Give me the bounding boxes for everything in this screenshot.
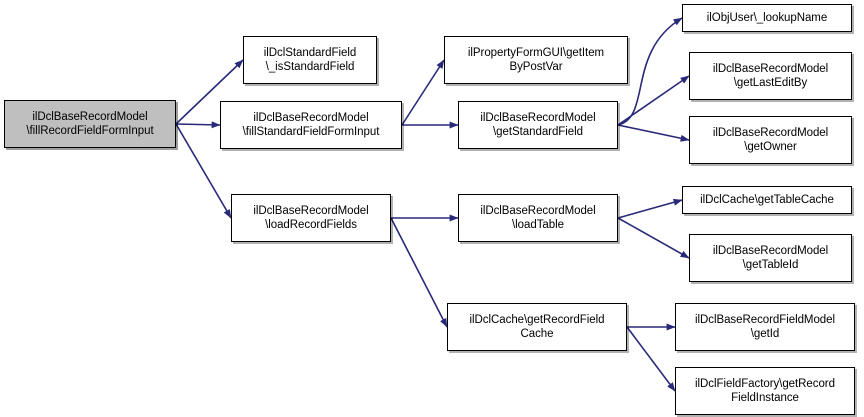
graph-node-label-line: ilDclBaseRecordModel (480, 112, 596, 124)
graph-node-label-line: ilDclBaseRecordModel (32, 111, 148, 123)
graph-node-fillRecordFieldFormInput[interactable]: ilDclBaseRecordModel \fillRecordFieldForm… (4, 100, 176, 148)
graph-node-label-line: ilDclCache\getTableCache (700, 194, 834, 206)
graph-node-label-line: ilObjUser\_lookupName (706, 12, 828, 24)
graph-node-label-line: \getId (750, 328, 780, 340)
graph-node-label-line: ilDclBaseRecordModel (712, 245, 829, 257)
graph-edge-loadRecordFields-to-getRecordFieldCache (390, 217, 448, 328)
graph-node-label-line: ilDclBaseRecordModel (480, 205, 596, 217)
graph-edge-getRecordFieldCache-to-getRecordFieldInstance (626, 326, 676, 392)
graph-node-label-line: \getOwner (744, 141, 797, 153)
graph-node-label-line: ilDclBaseRecordFieldModel (694, 314, 835, 326)
graph-edge-fillRecordFieldFormInput-to-fillStandardFieldFormInput (175, 121, 221, 129)
graph-node-getTableCache[interactable]: ilDclCache\getTableCache (682, 186, 852, 214)
graph-edge-loadTable-to-getTableId (617, 217, 690, 259)
graph-node-label-line: \fillStandardFieldFormInput (242, 126, 380, 138)
graph-node-label-line: ilDclBaseRecordModel (712, 127, 829, 139)
graph-node-label-line: ilDclBaseRecordModel (253, 112, 369, 124)
graph-node-label-line: ilPropertyFormGUI\getItem (467, 47, 605, 59)
graph-node-lookupName[interactable]: ilObjUser\_lookupName (682, 4, 852, 32)
graph-edge-fillStandardFieldFormInput-to-getItemByPostVar (401, 59, 445, 126)
graph-node-label-line: \getLastEditBy (733, 77, 808, 89)
graph-edge-loadTable-to-getTableCache (617, 198, 683, 219)
graph-node-loadTable[interactable]: ilDclBaseRecordModel \loadTable (458, 194, 618, 242)
graph-node-label-line: ilDclBaseRecordModel (712, 63, 829, 75)
graph-node-getLastEditBy[interactable]: ilDclBaseRecordModel \getLastEditBy (689, 52, 852, 100)
graph-node-getId[interactable]: ilDclBaseRecordFieldModel \getId (675, 303, 855, 351)
graph-node-isStandardField[interactable]: ilDclStandardField \_isStandardField (243, 36, 377, 84)
graph-node-loadRecordFields[interactable]: ilDclBaseRecordModel \loadRecordFields (231, 194, 391, 242)
graph-edge-getStandardField-to-getLastEditBy (617, 75, 690, 126)
graph-node-label-line: \loadTable (512, 219, 564, 231)
graph-node-label-line: FieldInstance (731, 392, 799, 404)
graph-node-label-line: Cache (520, 328, 554, 340)
graph-node-label-line: ByPostVar (509, 61, 563, 73)
graph-node-label-line: ilDclStandardField (263, 47, 357, 59)
graph-node-label-line: \loadRecordFields (265, 219, 357, 231)
graph-node-getOwner[interactable]: ilDclBaseRecordModel \getOwner (689, 116, 852, 164)
graph-node-getTableId[interactable]: ilDclBaseRecordModel \getTableId (689, 234, 852, 282)
graph-node-label-line: ilDclCache\getRecordField (469, 314, 605, 326)
graph-node-getStandardField[interactable]: ilDclBaseRecordModel \getStandardField (458, 101, 618, 149)
graph-node-label-line: \fillRecordFieldFormInput (26, 125, 154, 137)
graph-node-label-line: ilDclBaseRecordModel (253, 205, 369, 217)
graph-node-fillStandardFieldFormInput[interactable]: ilDclBaseRecordModel \fillStandardFieldFo… (220, 101, 402, 149)
graph-edge-getStandardField-to-getOwner (617, 124, 690, 142)
graph-node-label-line: \_isStandardField (265, 61, 355, 73)
graph-node-label-line: \getStandardField (493, 126, 583, 138)
graph-node-label-line: ilDclFieldFactory\getRecord (695, 378, 835, 390)
graph-node-label-line: \getTableId (742, 259, 799, 271)
